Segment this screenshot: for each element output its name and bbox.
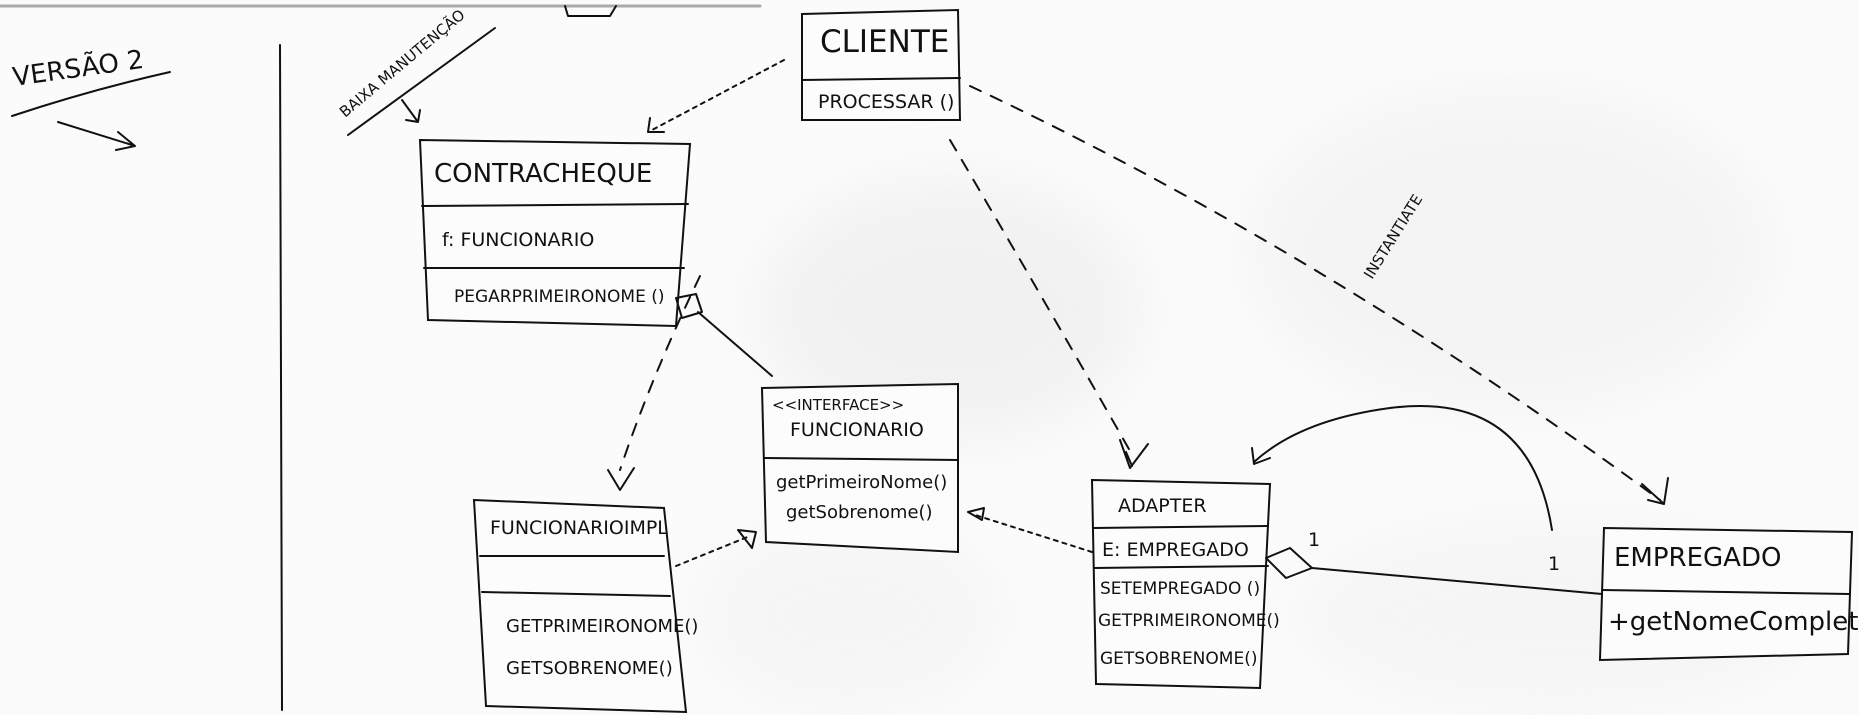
note-underline xyxy=(347,27,496,136)
version-underline xyxy=(11,71,171,117)
class-name: FUNCIONARIO xyxy=(790,419,924,441)
class-adapter: ADAPTER E: EMPREGADO SETEMPREGADO () GET… xyxy=(1090,478,1280,690)
stereotype-label: <<INTERFACE>> xyxy=(772,396,904,414)
arrowhead xyxy=(647,117,665,133)
class-name: ADAPTER xyxy=(1118,495,1207,517)
dependency-contracheque-impl xyxy=(619,275,701,471)
association-adapter-empregado xyxy=(1311,567,1603,595)
instantiate-label: INSTANTIATE xyxy=(1360,191,1426,282)
class-empregado: EMPREGADO +getNomeCompleto() xyxy=(1598,526,1859,662)
dependency-cliente-contracheque xyxy=(651,59,785,131)
realization-adapter-interface xyxy=(971,513,1093,553)
class-funcionario-interface: <<INTERFACE>> FUNCIONARIO getPrimeiroNom… xyxy=(760,382,959,554)
class-name: CONTRACHEQUE xyxy=(434,159,652,189)
class-method: GETPRIMEIRONOME() xyxy=(506,616,698,637)
dependency-cliente-adapter xyxy=(949,139,1135,459)
arrowhead xyxy=(1119,439,1149,469)
class-method: SETEMPREGADO () xyxy=(1100,579,1260,599)
version-title: VERSÃO 2 xyxy=(11,43,146,93)
class-method: PEGARPRIMEIRONOME () xyxy=(454,287,664,307)
aggregation-diamond xyxy=(1265,547,1313,579)
version-arrow xyxy=(57,121,136,151)
curved-arrow-empregado-adapter xyxy=(1253,404,1553,531)
class-attribute: E: EMPREGADO xyxy=(1102,539,1249,561)
realization-arrowhead xyxy=(967,507,985,521)
aggregation-diamond xyxy=(675,293,703,319)
class-method: PROCESSAR () xyxy=(818,91,954,113)
class-name: FUNCIONARIOIMPL xyxy=(490,517,668,539)
class-name: EMPREGADO xyxy=(1614,543,1781,573)
realization-impl-interface xyxy=(675,535,751,567)
class-method: getSobrenome() xyxy=(786,502,933,523)
note-arrow xyxy=(401,99,421,123)
class-attribute: f: FUNCIONARIO xyxy=(442,229,594,251)
association-contracheque-funcionario xyxy=(697,311,773,377)
class-contracheque: CONTRACHEQUE f: FUNCIONARIO PEGARPRIMEIR… xyxy=(418,138,692,328)
margin-line xyxy=(279,44,283,711)
class-method: GETSOBRENOME() xyxy=(506,658,673,679)
class-cliente: CLIENTE PROCESSAR () xyxy=(801,8,962,121)
dependency-cliente-empregado xyxy=(969,85,1661,501)
smudge xyxy=(1250,90,1770,410)
arrowhead xyxy=(607,467,635,491)
class-method: getPrimeiroNome() xyxy=(776,472,947,493)
multiplicity-empregado: 1 xyxy=(1548,553,1560,575)
class-name: CLIENTE xyxy=(820,24,949,60)
board-clip xyxy=(564,5,617,17)
class-method: GETPRIMEIRONOME() xyxy=(1098,611,1280,631)
realization-arrowhead xyxy=(737,529,757,549)
class-method: GETSOBRENOME() xyxy=(1100,649,1257,669)
class-method: +getNomeCompleto() xyxy=(1608,607,1859,637)
class-funcionario-impl: FUNCIONARIOIMPL GETPRIMEIRONOME() GETSOB… xyxy=(472,498,698,714)
arrowhead xyxy=(1641,477,1669,505)
multiplicity-adapter: 1 xyxy=(1308,529,1320,551)
arrowhead xyxy=(1251,447,1271,465)
